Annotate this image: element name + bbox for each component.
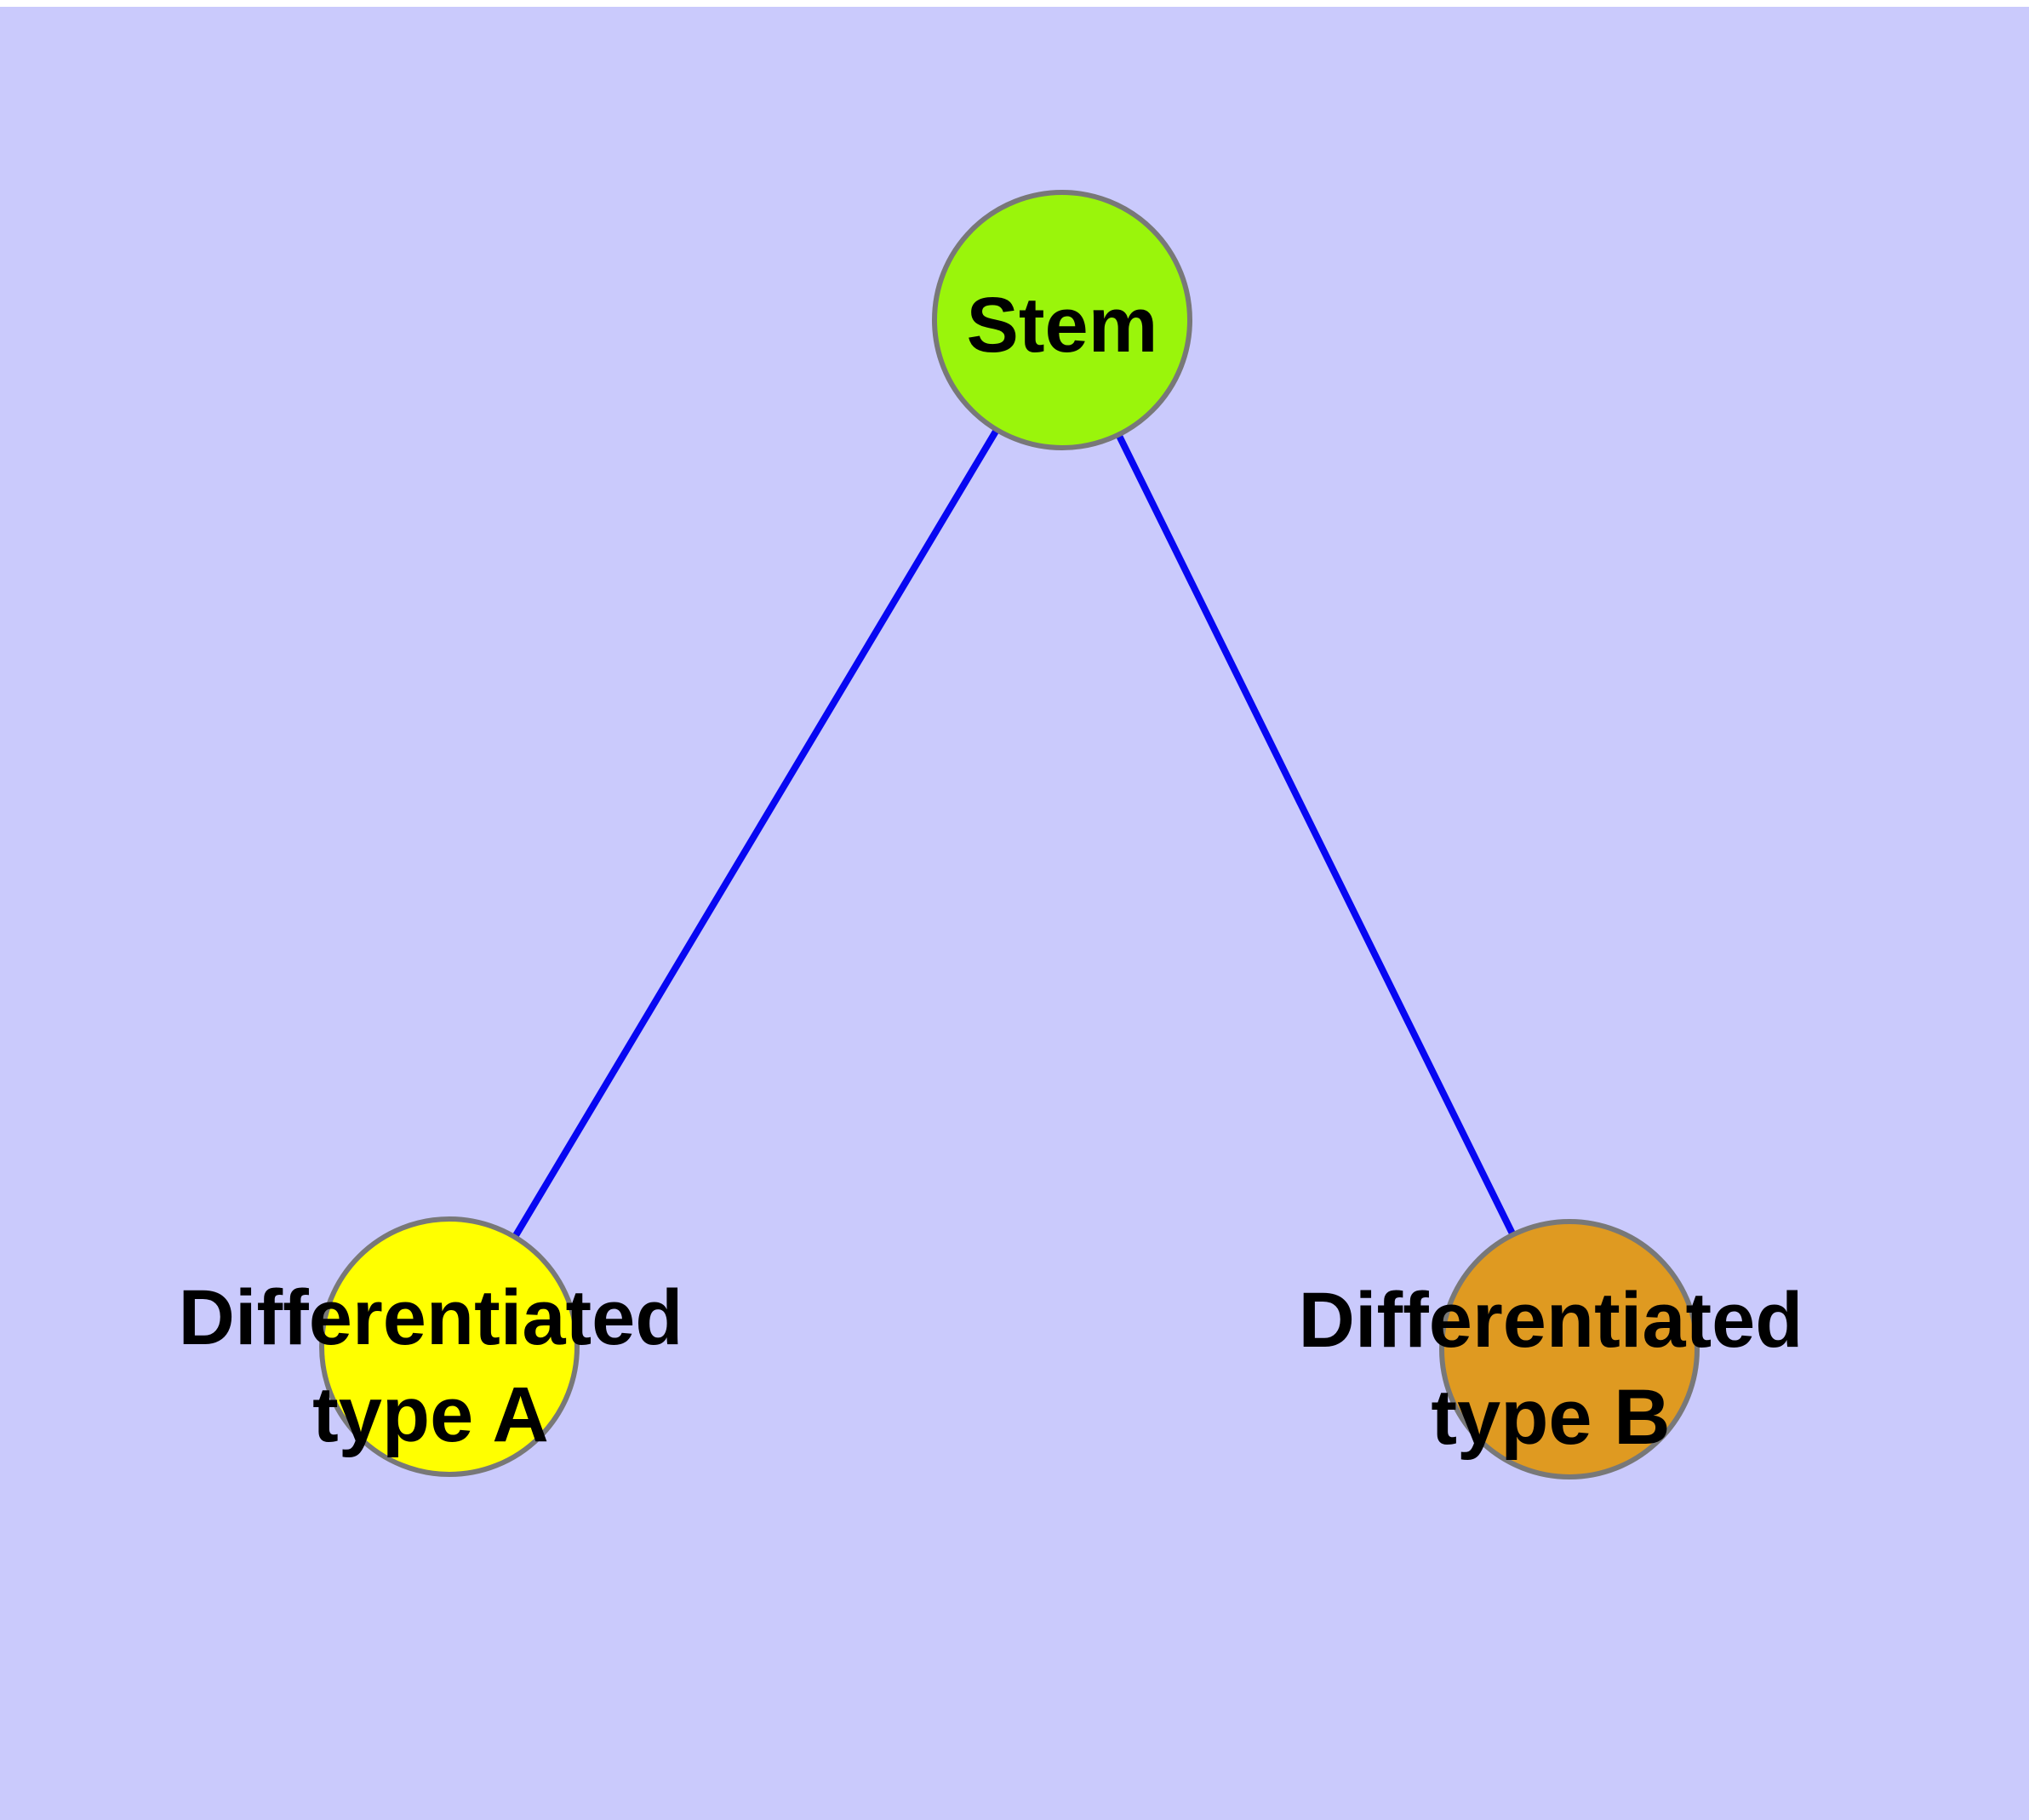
node-stem <box>932 190 1192 450</box>
node-type-b-label-line2: type B <box>1431 1374 1670 1461</box>
node-differentiated-type-a <box>319 1216 580 1477</box>
node-type-a-label-line1: Differentiated <box>179 1274 683 1361</box>
node-type-a-label-line2: type A <box>312 1371 549 1458</box>
node-type-b-label-line1: Differentiated <box>1299 1277 1803 1364</box>
node-differentiated-type-b <box>1439 1219 1700 1479</box>
node-stem-label: Stem <box>967 282 1158 369</box>
edge-stem-to-type-b <box>1059 317 1573 1353</box>
edge-stem-to-type-a <box>446 317 1066 1350</box>
